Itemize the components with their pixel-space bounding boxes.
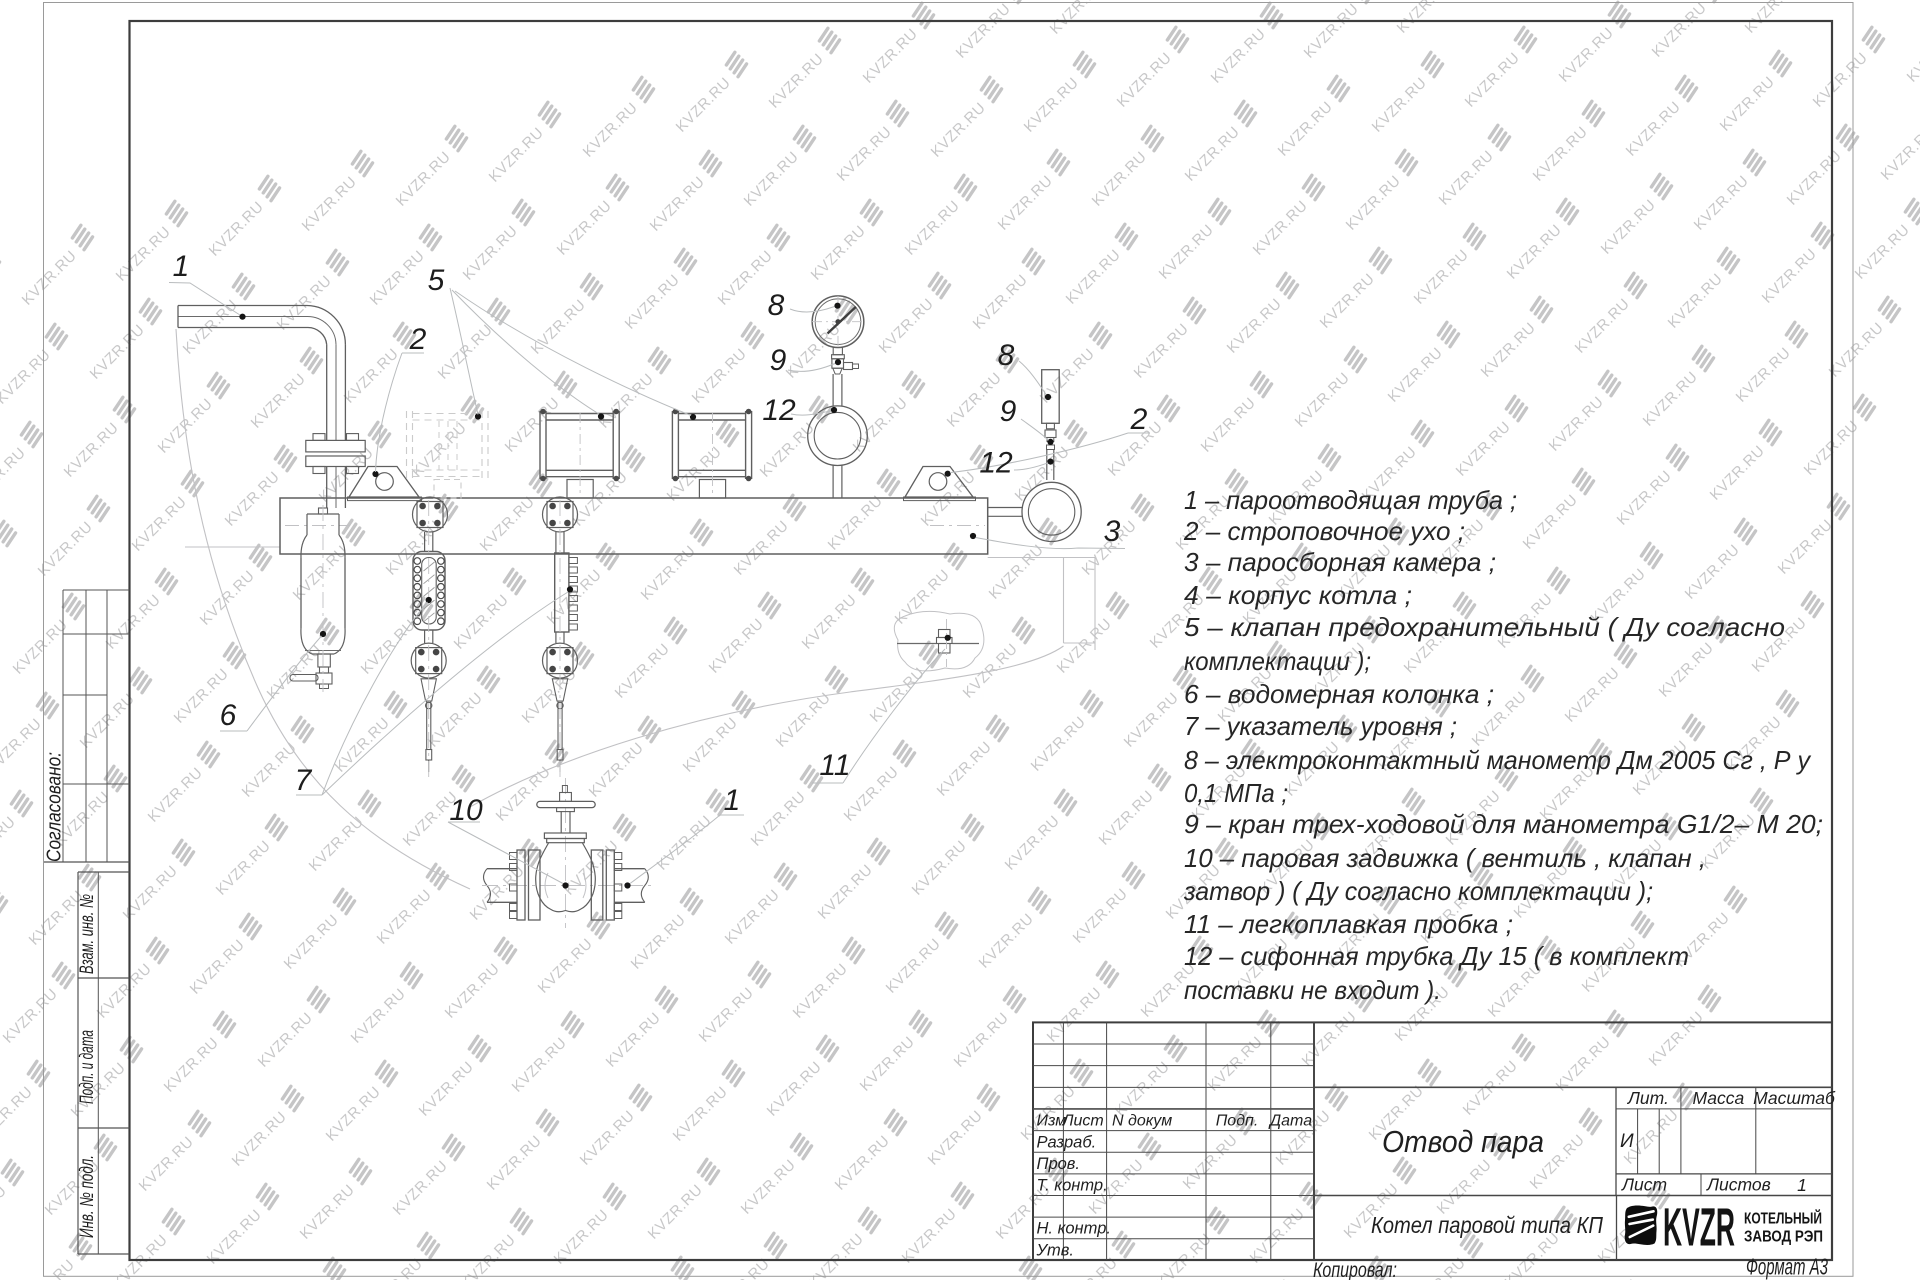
svg-text:комплектации );: комплектации );	[1184, 646, 1371, 676]
svg-text:Изм: Изм	[1037, 1113, 1067, 1130]
svg-text:7 – указатель уровня ;: 7 – указатель уровня ;	[1184, 711, 1457, 741]
svg-text:Отвод пара: Отвод пара	[1382, 1124, 1544, 1159]
svg-text:KVZR: KVZR	[1663, 1198, 1735, 1258]
svg-text:9: 9	[770, 344, 787, 377]
svg-text:7: 7	[295, 764, 313, 797]
svg-text:8: 8	[768, 289, 785, 322]
svg-text:Дата: Дата	[1268, 1113, 1312, 1130]
svg-text:10: 10	[449, 794, 483, 827]
svg-text:Взам. инв. №: Взам. инв. №	[77, 894, 98, 974]
svg-text:4 – корпус котла ;: 4 – корпус котла ;	[1184, 580, 1412, 610]
svg-text:Разраб.: Разраб.	[1037, 1134, 1097, 1152]
svg-text:Лит.: Лит.	[1627, 1088, 1669, 1108]
svg-text:12: 12	[762, 394, 796, 427]
svg-text:0,1 МПа ;: 0,1 МПа ;	[1184, 778, 1288, 808]
svg-text:И: И	[1620, 1131, 1634, 1152]
svg-text:1: 1	[724, 784, 741, 817]
svg-text:9 – кран трех-ходовой для ман: 9 – кран трех-ходовой для манометра G1/2…	[1184, 809, 1823, 839]
svg-text:Копировал:: Копировал:	[1313, 1258, 1397, 1280]
svg-text:Листов: Листов	[1706, 1175, 1771, 1195]
svg-text:8: 8	[998, 339, 1015, 372]
svg-text:Формат А3: Формат А3	[1746, 1254, 1828, 1280]
svg-text:Подп.: Подп.	[1216, 1113, 1259, 1130]
svg-text:Котел паровой типа КП: Котел паровой типа КП	[1371, 1212, 1603, 1238]
svg-text:Пров.: Пров.	[1037, 1155, 1081, 1173]
svg-text:1: 1	[173, 250, 190, 283]
svg-text:9: 9	[1000, 395, 1017, 428]
svg-text:10 – паровая задвижка ( вент: 10 – паровая задвижка ( вентиль , клапан…	[1184, 843, 1706, 873]
svg-text:11 – легкоплавкая пробка ;: 11 – легкоплавкая пробка ;	[1184, 909, 1513, 939]
svg-text:5: 5	[428, 264, 445, 297]
svg-text:Н. контр.: Н. контр.	[1037, 1220, 1111, 1238]
svg-text:2 – строповочное ухо ;: 2 – строповочное ухо ;	[1183, 516, 1465, 546]
svg-text:Подп. и дата: Подп. и дата	[77, 1030, 98, 1104]
svg-text:12 – сифонная трубка Ду 15 (: 12 – сифонная трубка Ду 15 ( в комплект	[1184, 941, 1689, 971]
svg-text:5 – клапан предохранительный: 5 – клапан предохранительный ( Ду соглас…	[1184, 612, 1785, 642]
svg-text:2: 2	[1130, 403, 1148, 436]
svg-text:Утв.: Утв.	[1036, 1242, 1075, 1260]
svg-text:1 – пароотводящая труба ;: 1 – пароотводящая труба ;	[1184, 485, 1517, 515]
svg-text:Т. контр.: Т. контр.	[1037, 1177, 1108, 1195]
svg-text:Лист: Лист	[1062, 1113, 1104, 1130]
svg-text:6 – водомерная колонка ;: 6 – водомерная колонка ;	[1184, 679, 1494, 709]
svg-text:N докум: N докум	[1112, 1113, 1172, 1130]
svg-text:3 – паросборная камера ;: 3 – паросборная камера ;	[1184, 547, 1496, 577]
svg-text:Лист: Лист	[1621, 1175, 1667, 1195]
svg-text:3: 3	[1104, 515, 1121, 548]
svg-text:ЗАВОД РЭП: ЗАВОД РЭП	[1744, 1229, 1823, 1246]
svg-text:Масштаб: Масштаб	[1753, 1088, 1836, 1108]
svg-text:6: 6	[220, 699, 237, 732]
svg-text:1: 1	[1797, 1175, 1807, 1195]
svg-text:Согласовано:: Согласовано:	[44, 752, 66, 862]
svg-text:затвор ) ( Ду согласно комплек: затвор ) ( Ду согласно комплектации );	[1183, 876, 1653, 906]
svg-text:2: 2	[409, 323, 427, 356]
svg-text:12: 12	[979, 447, 1013, 480]
svg-text:поставки не входит ).: поставки не входит ).	[1184, 975, 1441, 1005]
svg-text:11: 11	[819, 749, 850, 782]
svg-text:8 – электроконтактный манометр: 8 – электроконтактный манометр Дм 2005 С…	[1184, 745, 1812, 775]
svg-text:КОТЕЛЬНЫЙ: КОТЕЛЬНЫЙ	[1744, 1210, 1822, 1228]
svg-text:Инв. № подл.: Инв. № подл.	[77, 1155, 98, 1238]
svg-text:Масса: Масса	[1693, 1088, 1745, 1108]
